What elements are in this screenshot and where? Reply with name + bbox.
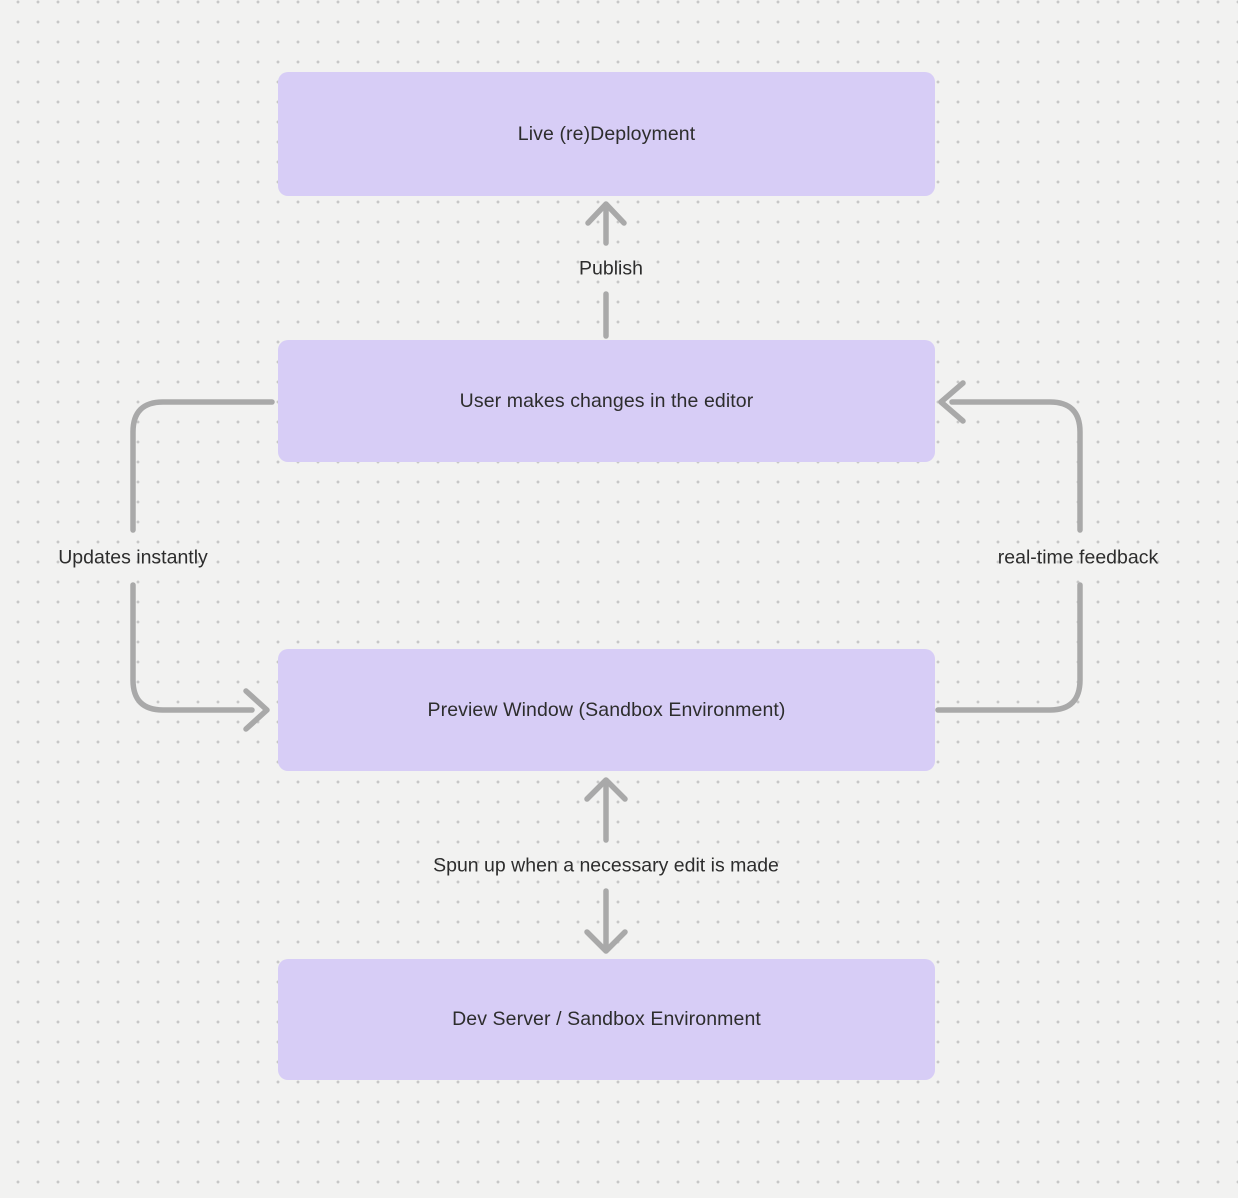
node-live-redeployment[interactable]: Live (re)Deployment [278, 72, 935, 196]
node-preview-window[interactable]: Preview Window (Sandbox Environment) [278, 649, 935, 771]
feedback-segment-top [949, 399, 1083, 533]
node-dev-server-label: Dev Server / Sandbox Environment [452, 1008, 761, 1030]
node-user-editor-label: User makes changes in the editor [459, 389, 754, 412]
updates-arrowhead-right-icon [243, 688, 270, 732]
edge-label-publish: Publish [579, 257, 643, 280]
node-live-redeployment-label: Live (re)Deployment [517, 122, 696, 145]
updates-segment-top [130, 399, 275, 533]
edge-label-realtime-feedback: real-time feedback [997, 546, 1159, 569]
updates-segment-bottom [130, 582, 255, 713]
edge-label-updates-instantly: Updates instantly [58, 546, 208, 569]
spunup-arrowhead-up-icon [584, 777, 628, 802]
publish-arrowhead-up-icon [585, 201, 627, 226]
feedback-segment-bottom [935, 582, 1083, 713]
spunup-arrowhead-down-icon [584, 929, 628, 954]
edge-label-spun-up: Spun up when a necessary edit is made [433, 854, 779, 877]
feedback-arrowhead-left-icon [938, 380, 966, 424]
node-preview-window-label: Preview Window (Sandbox Environment) [427, 698, 786, 721]
node-user-editor[interactable]: User makes changes in the editor [278, 340, 935, 462]
node-dev-server[interactable]: Dev Server / Sandbox Environment [278, 959, 935, 1080]
